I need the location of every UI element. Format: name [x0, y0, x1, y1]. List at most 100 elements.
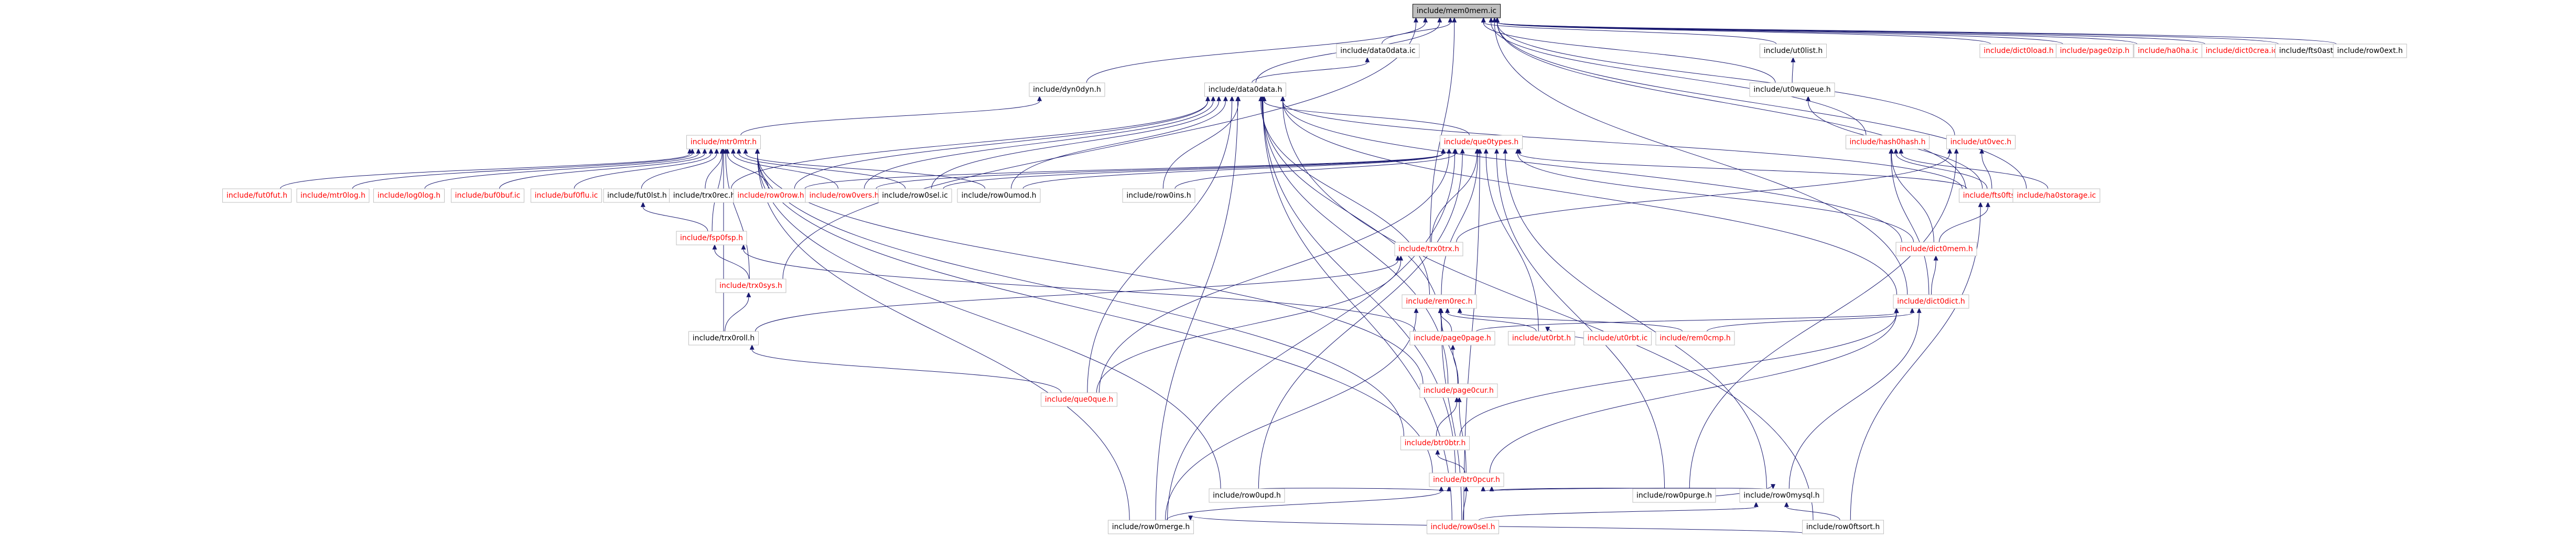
- node-label: include/ut0rbt.ic: [1588, 334, 1648, 342]
- node-include-data0data-h[interactable]: include/data0data.h: [1204, 82, 1286, 97]
- node-box: [1440, 135, 1523, 149]
- node-include-buf0flu-ic[interactable]: include/buf0flu.ic: [531, 188, 602, 203]
- edge-n38-to-n34: [1445, 307, 1537, 332]
- node-include-rem0rec-h[interactable]: include/rem0rec.h: [1402, 294, 1477, 309]
- node-include-dict0crea-ic[interactable]: include/dict0crea.ic: [2202, 44, 2281, 58]
- edge-n18-to-n12: [424, 148, 701, 189]
- node-include-mem0mem-ic[interactable]: include/mem0mem.ic: [1413, 4, 1501, 18]
- node-label: include/dict0crea.ic: [2206, 47, 2278, 55]
- node-include-row0ext-h[interactable]: include/row0ext.h: [2333, 44, 2407, 58]
- node-include-log0log-h[interactable]: include/log0log.h: [373, 188, 445, 203]
- edge-n36-to-n33: [725, 292, 751, 332]
- node-label: include/row0merge.h: [1112, 523, 1190, 531]
- edge-n22-to-n12: [705, 148, 725, 189]
- node-label: include/row0ftsort.h: [1806, 523, 1880, 531]
- node-label: include/mtr0mtr.h: [691, 138, 757, 146]
- node-label: include/fts0ast.h: [2279, 47, 2341, 55]
- node-label: include/btr0btr.h: [1405, 439, 1466, 447]
- edge-n27-to-n3: [1162, 95, 1241, 189]
- node-box: [603, 188, 671, 203]
- node-box: [2333, 44, 2407, 58]
- node-include-page0page-h[interactable]: include/page0page.h: [1409, 331, 1495, 346]
- node-include-data0data-ic[interactable]: include/data0data.ic: [1336, 44, 1420, 58]
- edge-n19-to-n12: [499, 148, 707, 189]
- node-include-row0ins-h[interactable]: include/row0ins.h: [1122, 188, 1195, 203]
- node-include-dict0dict-h[interactable]: include/dict0dict.h: [1893, 294, 1969, 309]
- node-include-trx0sys-h[interactable]: include/trx0sys.h: [715, 278, 786, 293]
- node-include-row0ftsort-h[interactable]: include/row0ftsort.h: [1802, 520, 1884, 534]
- node-include-ut0list-h[interactable]: include/ut0list.h: [1760, 44, 1827, 58]
- node-include-hash0hash-h[interactable]: include/hash0hash.h: [1846, 135, 1930, 149]
- node-include-trx0trx-h[interactable]: include/trx0trx.h: [1394, 242, 1463, 256]
- node-label: include/row0mysql.h: [1743, 491, 1819, 500]
- node-include-ut0rbt-h[interactable]: include/ut0rbt.h: [1508, 331, 1575, 346]
- edge-n2-to-n0: [1086, 17, 1428, 83]
- node-include-mtr0mtr-h[interactable]: include/mtr0mtr.h: [686, 135, 761, 149]
- node-box: [1336, 44, 1420, 58]
- node-box: [1122, 188, 1195, 203]
- node-label: include/fts0fts.h: [1963, 191, 2022, 200]
- node-include-rem0cmp-h[interactable]: include/rem0cmp.h: [1655, 331, 1735, 346]
- node-include-dict0mem-h[interactable]: include/dict0mem.h: [1895, 242, 1977, 256]
- edge-n31-to-n0: [1430, 17, 1457, 243]
- node-label: include/log0log.h: [378, 191, 440, 200]
- edge-n50-to-n48: [1188, 515, 1809, 534]
- edge-n41-to-n12: [755, 148, 1424, 384]
- node-include-fut0fut-h[interactable]: include/fut0fut.h: [222, 188, 292, 203]
- node-include-page0zip-h[interactable]: include/page0zip.h: [2056, 44, 2133, 58]
- node-include-page0cur-h[interactable]: include/page0cur.h: [1419, 383, 1498, 398]
- node-box: [1108, 520, 1194, 534]
- graph-edges: [280, 17, 2337, 534]
- node-include-row0umod-h[interactable]: include/row0umod.h: [957, 188, 1041, 203]
- node-include-ut0wqueue-h[interactable]: include/ut0wqueue.h: [1749, 82, 1835, 97]
- node-label: include/rem0cmp.h: [1659, 334, 1731, 342]
- edge-n44-to-n3: [1260, 95, 1456, 474]
- edge-n4-to-n0: [1481, 17, 1777, 45]
- node-include-row0purge-h[interactable]: include/row0purge.h: [1632, 488, 1716, 503]
- node-include-ha0ha-ic[interactable]: include/ha0ha.ic: [2133, 44, 2203, 58]
- node-include-dyn0dyn-h[interactable]: include/dyn0dyn.h: [1029, 82, 1105, 97]
- edge-n30-to-n21: [640, 201, 708, 232]
- node-include-row0row-h[interactable]: include/row0row.h: [733, 188, 809, 203]
- node-box: [222, 188, 292, 203]
- edge-n32-to-n28: [1938, 201, 1990, 243]
- edge-n49-to-n44: [1462, 486, 1469, 521]
- edge-n42-to-n13: [1098, 148, 1452, 393]
- node-box: [1946, 135, 2015, 149]
- node-box: [1895, 242, 1977, 256]
- node-include-row0merge-h[interactable]: include/row0merge.h: [1108, 520, 1194, 534]
- node-label: include/dict0dict.h: [1897, 297, 1965, 306]
- node-label: include/trx0rec.h: [673, 191, 736, 200]
- node-box: [1632, 488, 1716, 503]
- node-include-trx0rec-h[interactable]: include/trx0rec.h: [669, 188, 739, 203]
- edge-n44-to-n43: [1435, 449, 1465, 474]
- node-include-row0sel-ic[interactable]: include/row0sel.ic: [878, 188, 952, 203]
- edge-n33-to-n0: [782, 17, 1418, 280]
- node-include-btr0pcur-h[interactable]: include/btr0pcur.h: [1429, 472, 1504, 487]
- edge-n42-to-n3: [1087, 95, 1235, 393]
- node-include-buf0buf-ic[interactable]: include/buf0buf.ic: [451, 188, 524, 203]
- node-include-ut0vec-h[interactable]: include/ut0vec.h: [1946, 135, 2015, 149]
- node-box: [2056, 44, 2133, 58]
- node-include-fsp0fsp-h[interactable]: include/fsp0fsp.h: [676, 231, 747, 245]
- node-include-mtr0log-h[interactable]: include/mtr0log.h: [296, 188, 370, 203]
- node-include-que0types-h[interactable]: include/que0types.h: [1440, 135, 1523, 149]
- edge-n31-to-n15: [1456, 148, 1952, 243]
- node-include-que0que-h[interactable]: include/que0que.h: [1041, 392, 1117, 407]
- node-include-dict0load-h[interactable]: include/dict0load.h: [1979, 44, 2058, 58]
- node-label: include/fut0lst.h: [607, 191, 667, 200]
- node-include-ut0rbt-ic[interactable]: include/ut0rbt.ic: [1583, 331, 1652, 346]
- node-include-ha0storage-ic[interactable]: include/ha0storage.ic: [2012, 188, 2100, 203]
- node-include-trx0roll-h[interactable]: include/trx0roll.h: [688, 331, 759, 346]
- node-box: [531, 188, 602, 203]
- node-include-row0vers-h[interactable]: include/row0vers.h: [805, 188, 883, 203]
- node-include-row0upd-h[interactable]: include/row0upd.h: [1209, 488, 1285, 503]
- node-include-fut0lst-h[interactable]: include/fut0lst.h: [603, 188, 671, 203]
- node-include-row0mysql-h[interactable]: include/row0mysql.h: [1739, 488, 1824, 503]
- edge-n3-to-n1: [1252, 57, 1370, 83]
- node-label: include/mtr0log.h: [300, 191, 365, 200]
- node-include-row0sel-h[interactable]: include/row0sel.h: [1427, 520, 1499, 534]
- node-include-btr0btr-h[interactable]: include/btr0btr.h: [1400, 436, 1470, 450]
- node-box: [878, 188, 952, 203]
- edge-n41-to-n34: [1438, 307, 1458, 384]
